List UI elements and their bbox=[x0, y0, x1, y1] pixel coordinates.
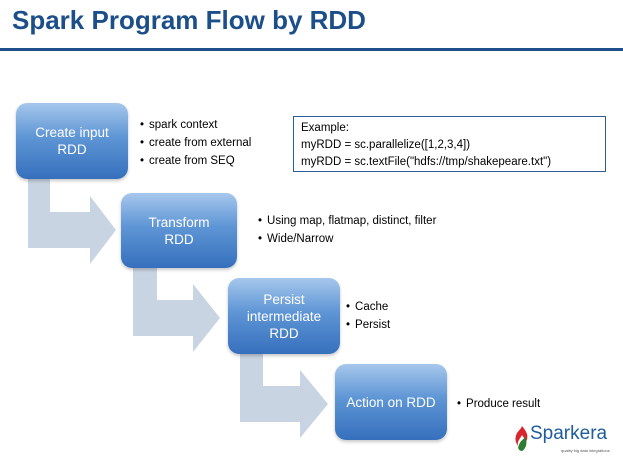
step-create-input-rdd: Create input RDD bbox=[16, 103, 128, 179]
step-persist-intermediate-rdd: Persist intermediate RDD bbox=[228, 278, 340, 354]
step-label: Transform RDD bbox=[148, 214, 210, 247]
bullet-item: Cache bbox=[346, 298, 390, 316]
bullet-item: create from SEQ bbox=[140, 152, 251, 170]
step-label: Create input RDD bbox=[35, 125, 109, 157]
page-title: Spark Program Flow by RDD bbox=[12, 5, 366, 35]
bullet-item: Produce result bbox=[457, 395, 540, 413]
bullet-item: Persist bbox=[346, 316, 390, 334]
example-line: myRDD = sc.textFile("hdfs://tmp/shakepea… bbox=[301, 156, 552, 168]
bullet-item: Using map, flatmap, distinct, filter bbox=[258, 212, 436, 230]
step-label: Action on RDD bbox=[346, 394, 436, 410]
title-rule bbox=[0, 48, 623, 51]
step-2-bullets: Using map, flatmap, distinct, filter Wid… bbox=[258, 212, 436, 248]
example-box: Example: myRDD = sc.parallelize([1,2,3,4… bbox=[293, 116, 606, 172]
logo-wordmark: Sparkera bbox=[530, 423, 608, 444]
bullet-item: Wide/Narrow bbox=[258, 230, 436, 248]
flow-arrow-2 bbox=[133, 262, 220, 352]
flame-icon bbox=[515, 426, 528, 451]
step-3-bullets: Cache Persist bbox=[346, 298, 390, 334]
bullet-item: create from external bbox=[140, 134, 251, 152]
bullet-item: spark context bbox=[140, 116, 251, 134]
logo-tagline: quality big data integrations bbox=[561, 448, 610, 453]
sparkera-logo: Sparkera quality big data integrations bbox=[514, 423, 612, 454]
step-transform-rdd: Transform RDD bbox=[121, 193, 237, 268]
step-label: Persist intermediate RDD bbox=[246, 291, 322, 341]
example-heading: Example: bbox=[301, 122, 349, 134]
step-1-bullets: spark context create from external creat… bbox=[140, 116, 251, 170]
example-line: myRDD = sc.parallelize([1,2,3,4]) bbox=[301, 139, 471, 151]
step-action-on-rdd: Action on RDD bbox=[335, 364, 447, 440]
step-4-bullets: Produce result bbox=[457, 395, 540, 413]
flow-arrow-3 bbox=[240, 350, 328, 438]
